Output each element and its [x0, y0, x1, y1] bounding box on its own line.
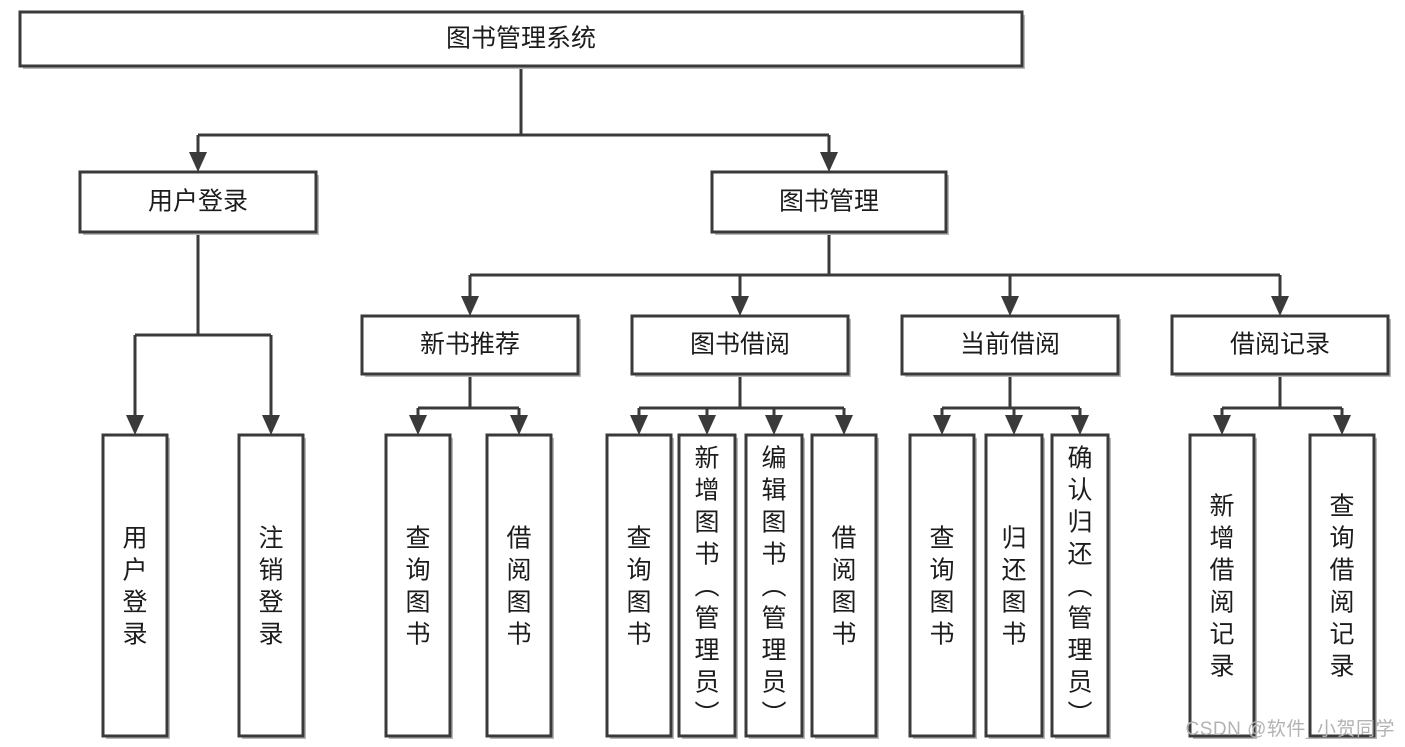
node-label: 归还图书	[1001, 525, 1026, 649]
node-box[interactable]	[78, 170, 318, 234]
node-box[interactable]	[1050, 433, 1110, 738]
node-box[interactable]	[744, 433, 804, 738]
node-box[interactable]	[984, 433, 1044, 738]
edges-layer	[126, 66, 1351, 435]
node-label: 查询借阅记录	[1329, 493, 1354, 681]
node-l4a1[interactable]: 用户登录	[101, 433, 170, 739]
node-box[interactable]	[1308, 433, 1376, 738]
node-l4d1[interactable]: 查询图书	[908, 433, 977, 739]
node-l4b1[interactable]: 查询图书	[384, 433, 453, 739]
node-l2a[interactable]: 用户登录	[78, 170, 319, 235]
node-label: 图书借阅	[690, 331, 790, 359]
node-label: 查询图书	[405, 525, 430, 649]
node-l2b[interactable]: 图书管理	[710, 170, 949, 235]
node-label: 新增图书︵管理员︶	[694, 445, 719, 729]
node-label: 图书管理	[779, 188, 879, 216]
node-label: 查询图书	[626, 525, 651, 649]
node-l4b2[interactable]: 借阅图书	[485, 433, 554, 739]
node-label: 用户登录	[122, 525, 147, 649]
edge-group-l3b	[630, 374, 853, 435]
node-box[interactable]	[237, 433, 305, 738]
edge-group-l3c	[933, 374, 1089, 435]
node-label: 当前借阅	[960, 331, 1060, 359]
node-label: 借阅图书	[506, 525, 531, 649]
node-label: 注销登录	[258, 525, 283, 649]
node-box[interactable]	[710, 170, 948, 234]
edge-group-l3a	[409, 374, 528, 435]
node-box[interactable]	[605, 433, 673, 738]
node-l4d3[interactable]: 确认归还︵管理员︶	[1050, 433, 1111, 739]
node-label: 借阅记录	[1230, 331, 1330, 359]
node-box[interactable]	[900, 314, 1120, 376]
nodes-layer: 图书管理系统用户登录图书管理新书推荐图书借阅当前借阅借阅记录用户登录注销登录查询…	[18, 10, 1391, 739]
node-label: 借阅图书	[831, 525, 856, 649]
node-l4c3[interactable]: 编辑图书︵管理员︶	[744, 433, 805, 739]
node-box[interactable]	[485, 433, 553, 738]
node-label: 新书推荐	[420, 331, 520, 359]
node-label: 查询图书	[929, 525, 954, 649]
node-l4e2[interactable]: 查询借阅记录	[1308, 433, 1377, 739]
node-l4c4[interactable]: 借阅图书	[810, 433, 879, 739]
node-l4c2[interactable]: 新增图书︵管理员︶	[677, 433, 738, 739]
node-box[interactable]	[630, 314, 850, 376]
node-box[interactable]	[908, 433, 976, 738]
node-l4d2[interactable]: 归还图书	[984, 433, 1045, 739]
node-l4e1[interactable]: 新增借阅记录	[1188, 433, 1257, 739]
node-l3a[interactable]: 新书推荐	[360, 314, 581, 377]
edge-group-l3d	[1213, 374, 1351, 435]
node-root[interactable]: 图书管理系统	[18, 10, 1025, 69]
node-label: 新增借阅记录	[1209, 493, 1234, 681]
node-l3c[interactable]: 当前借阅	[900, 314, 1121, 377]
node-l4a2[interactable]: 注销登录	[237, 433, 306, 739]
node-label: 用户登录	[148, 188, 248, 216]
node-box[interactable]	[18, 10, 1024, 68]
node-box[interactable]	[384, 433, 452, 738]
node-box[interactable]	[677, 433, 737, 738]
node-box[interactable]	[1188, 433, 1256, 738]
node-label: 编辑图书︵管理员︶	[761, 445, 786, 729]
edge-group-root	[189, 66, 838, 172]
node-box[interactable]	[101, 433, 169, 738]
edge-group-l2b	[461, 232, 1289, 316]
node-l3d[interactable]: 借阅记录	[1170, 314, 1391, 377]
watermark-text: CSDN @软件_小贺同学	[1185, 719, 1395, 740]
node-l4c1[interactable]: 查询图书	[605, 433, 674, 739]
node-label: 确认归还︵管理员︶	[1067, 445, 1092, 729]
edge-group-l2a	[126, 232, 280, 435]
node-label: 图书管理系统	[446, 25, 596, 53]
node-l3b[interactable]: 图书借阅	[630, 314, 851, 377]
node-box[interactable]	[360, 314, 580, 376]
node-box[interactable]	[1170, 314, 1390, 376]
node-box[interactable]	[810, 433, 878, 738]
